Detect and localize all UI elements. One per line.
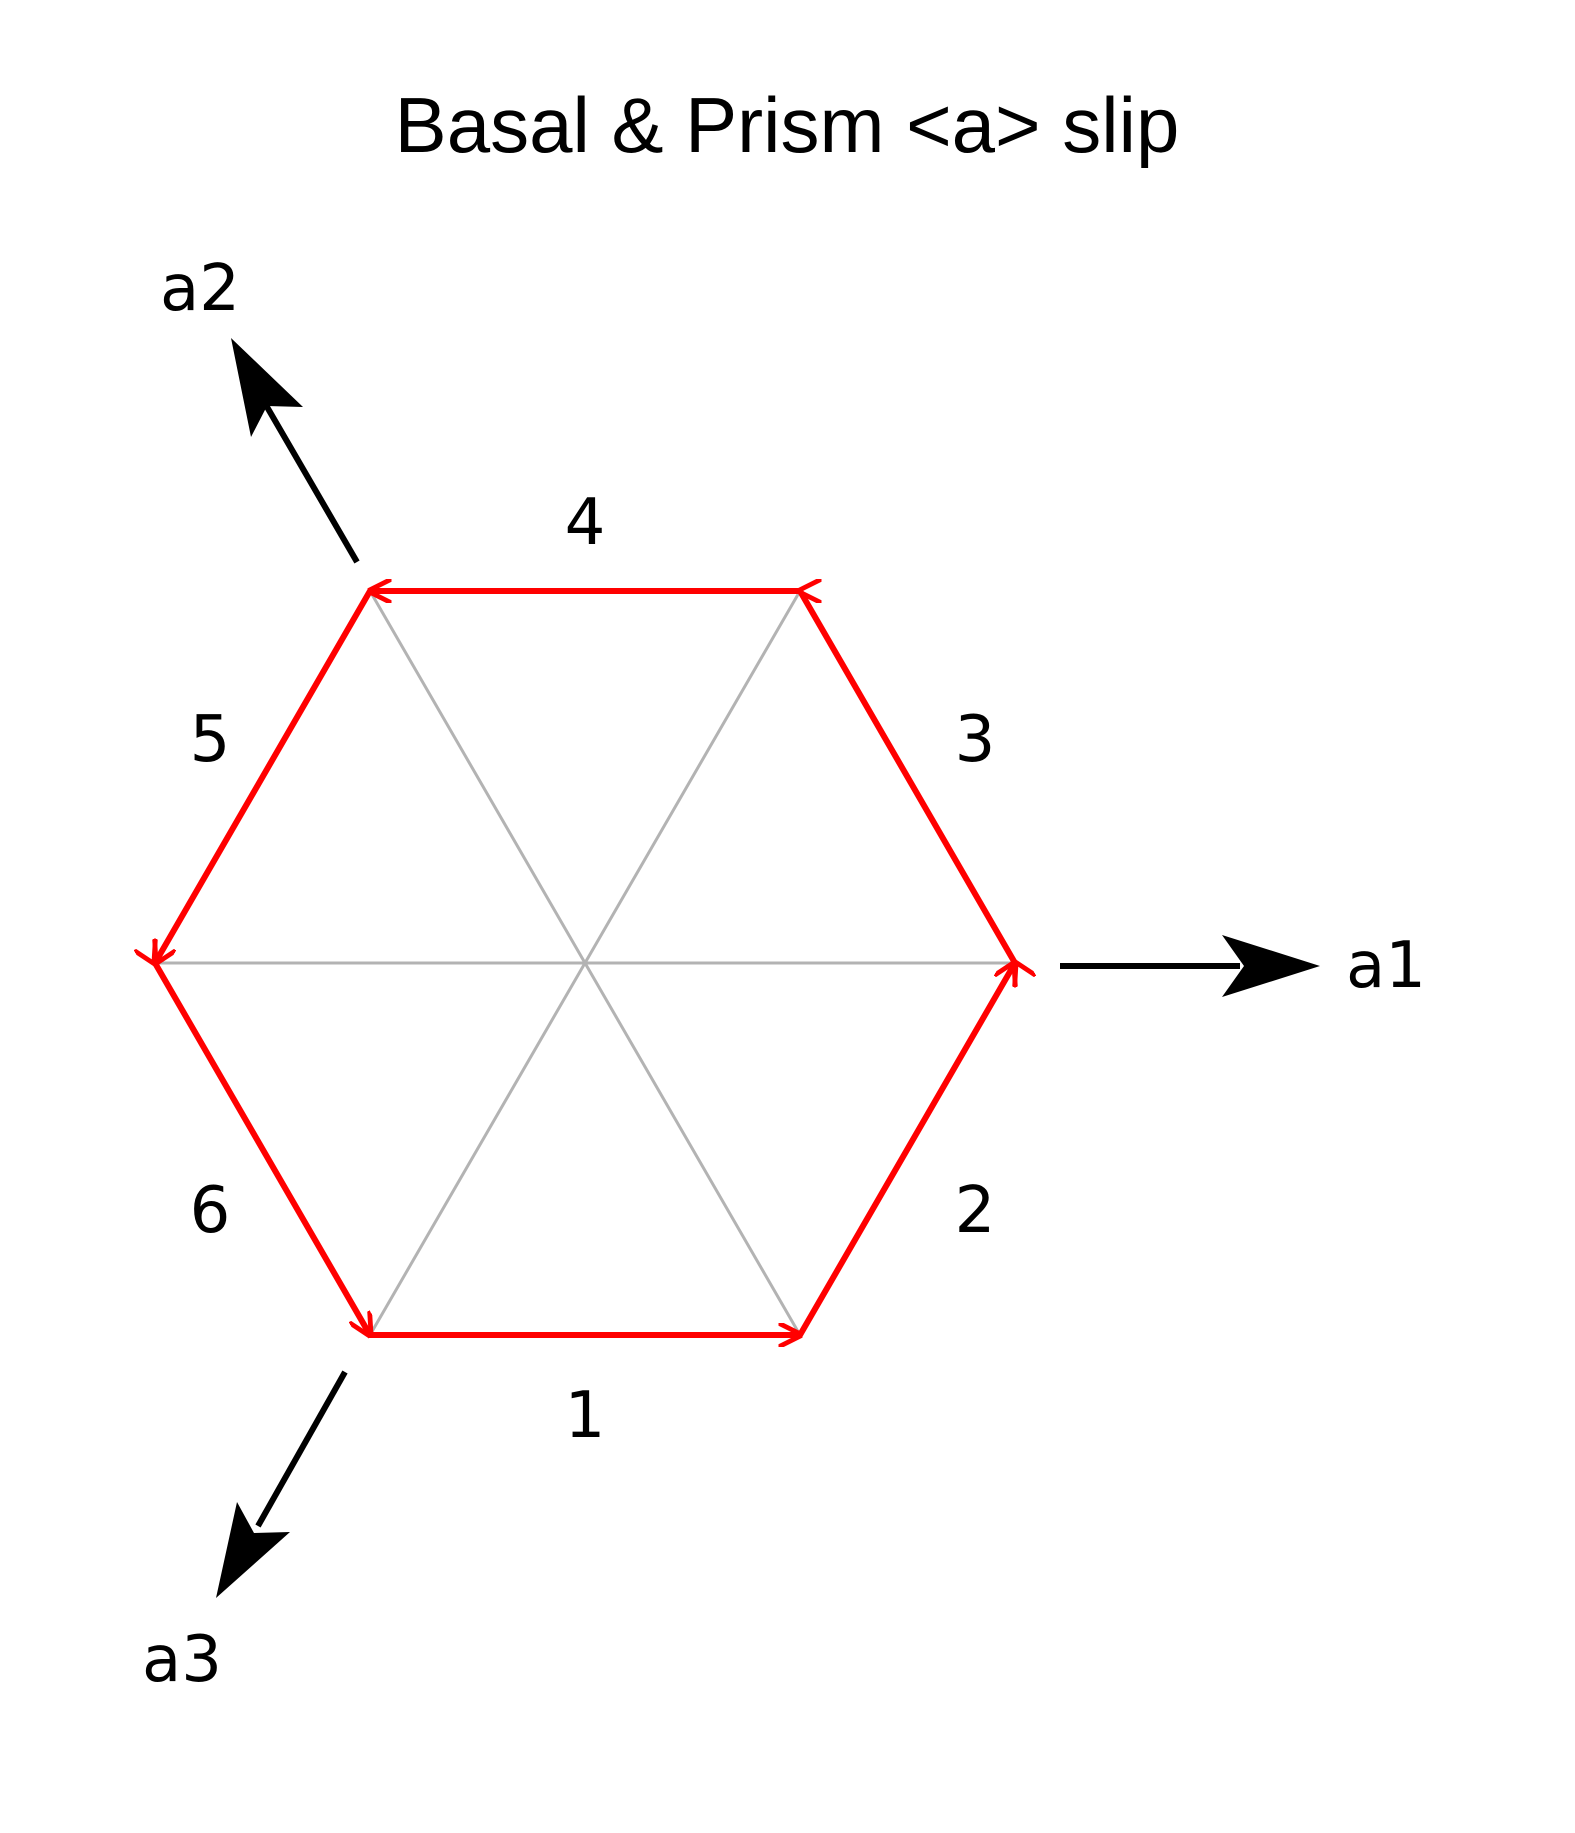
slip-label-2: 2: [955, 1174, 996, 1248]
slip-vector-5: [155, 589, 373, 963]
guide-lines: [155, 590, 1015, 1336]
diagram-title: Basal & Prism <a> slip: [395, 81, 1180, 169]
axis-a3-arrowhead: [216, 1502, 290, 1598]
axis-label-a2: a2: [160, 252, 240, 326]
axis-a2-arrowhead: [231, 338, 303, 437]
slip-label-1: 1: [565, 1379, 606, 1453]
axis-a1-arrowhead: [1222, 935, 1320, 997]
axis-a3-arrow: [255, 1370, 348, 1528]
slip-vector-2: [797, 963, 1015, 1337]
axis-label-a3: a3: [142, 1623, 222, 1697]
slip-label-6: 6: [190, 1174, 231, 1248]
axis-a2-arrow: [260, 398, 360, 564]
slip-label-5: 5: [190, 703, 231, 777]
slip-vector-6: [155, 963, 370, 1335]
slip-label-3: 3: [955, 703, 996, 777]
guide-line-diagonal-up: [368, 590, 802, 1336]
slip-label-4: 4: [565, 486, 606, 560]
axis-label-a1: a1: [1346, 929, 1426, 1003]
slip-vectors: [155, 591, 1015, 1335]
slip-vector-3: [797, 589, 1015, 963]
crystal-axes: [216, 338, 1320, 1598]
